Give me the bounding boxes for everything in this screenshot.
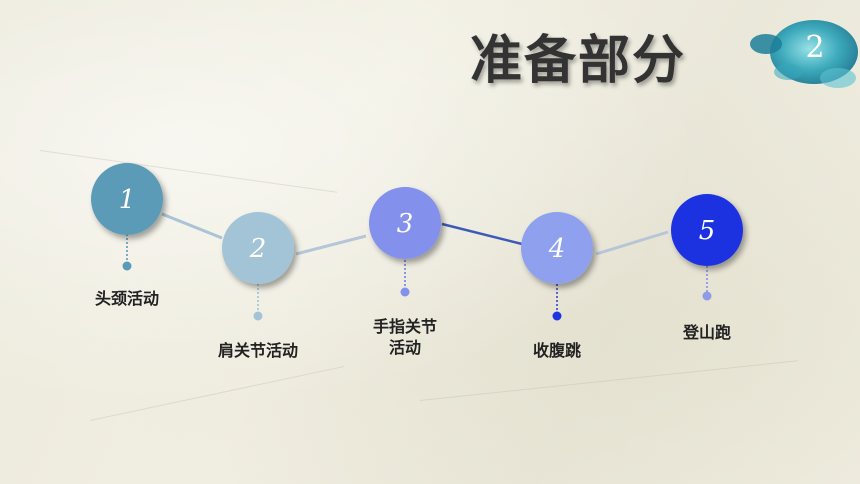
drop-dot-5 bbox=[702, 291, 712, 301]
connector-line-4-5 bbox=[595, 230, 669, 256]
drop-dot-2 bbox=[253, 311, 263, 321]
page-title: 准备部分 bbox=[470, 31, 687, 91]
connector-line-2-3 bbox=[295, 234, 367, 256]
drop-dot-4 bbox=[552, 311, 562, 321]
watercolor-badge bbox=[750, 20, 858, 88]
step-label-5: 登山跑 bbox=[682, 323, 731, 342]
step-number-3: 3 bbox=[397, 209, 414, 239]
step-node-3: 3 bbox=[369, 187, 441, 259]
drop-dot-1 bbox=[122, 261, 132, 271]
step-node-4: 4 bbox=[521, 212, 593, 284]
step-node-2: 2 bbox=[222, 212, 294, 284]
step-label-3: 手指关节 活动 bbox=[372, 317, 437, 357]
connector-line-3-4 bbox=[441, 222, 523, 246]
step-node-1: 1 bbox=[91, 163, 163, 235]
step-node-5: 5 bbox=[671, 194, 743, 266]
connector-line-1-2 bbox=[161, 212, 223, 240]
step-number-5: 5 bbox=[699, 216, 716, 246]
step-number-4: 4 bbox=[548, 234, 566, 264]
step-number-1: 1 bbox=[119, 185, 136, 215]
step-label-1: 头颈活动 bbox=[94, 289, 159, 308]
drop-dot-3 bbox=[400, 287, 410, 297]
section-number: 2 bbox=[805, 30, 825, 65]
step-label-2: 肩关节活动 bbox=[217, 341, 298, 360]
step-number-2: 2 bbox=[249, 234, 267, 264]
step-label-4: 收腹跳 bbox=[532, 341, 581, 360]
